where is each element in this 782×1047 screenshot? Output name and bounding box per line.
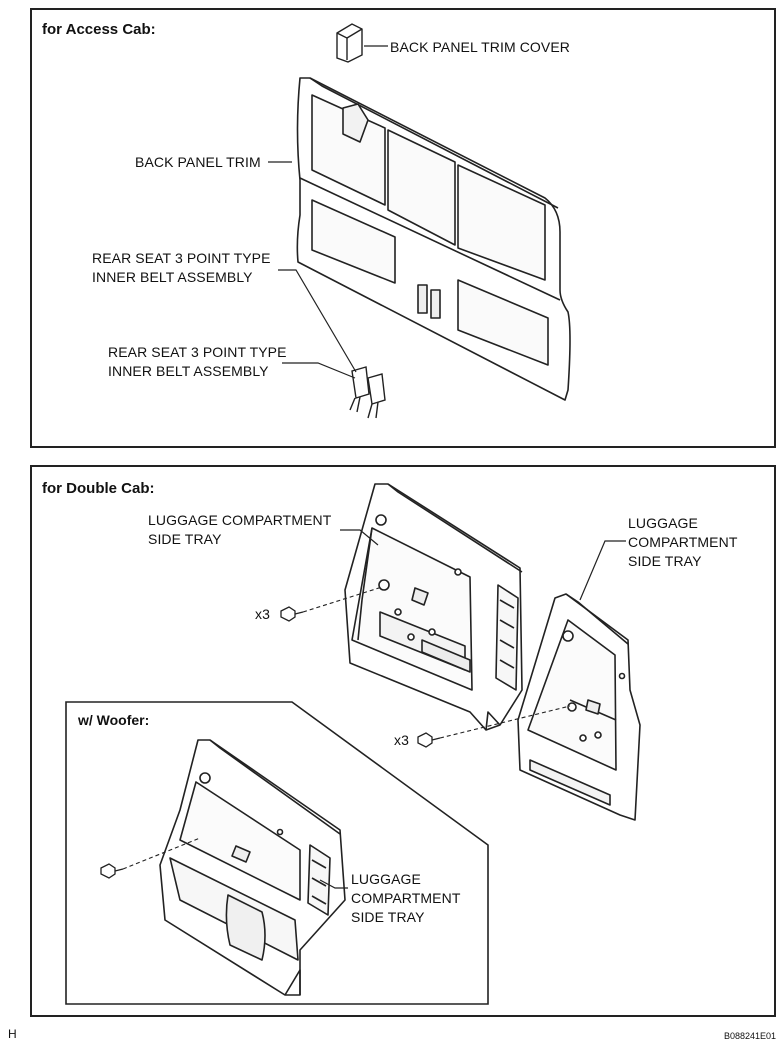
tray-right-label-line2: COMPARTMENT bbox=[628, 534, 738, 550]
figure-id: B088241E01 bbox=[723, 1031, 776, 1041]
double-cab-header: for Double Cab: bbox=[42, 480, 155, 497]
double-cab-panel bbox=[30, 465, 776, 1017]
footer-left-mark: H bbox=[8, 1027, 17, 1041]
access-cab-header: for Access Cab: bbox=[42, 21, 156, 38]
inner-belt-1-label-line2: INNER BELT ASSEMBLY bbox=[92, 269, 253, 285]
tray-woofer-label-line3: SIDE TRAY bbox=[351, 909, 425, 925]
back-panel-trim-label: BACK PANEL TRIM bbox=[135, 154, 261, 170]
woofer-header: w/ Woofer: bbox=[78, 712, 150, 728]
qty-right-label: x3 bbox=[394, 732, 409, 748]
tray-left-label-line1: LUGGAGE COMPARTMENT bbox=[148, 512, 332, 528]
side-tray-right-illustration bbox=[517, 593, 641, 821]
tray-woofer-label-line1: LUGGAGE bbox=[351, 871, 421, 887]
leader-tray-right bbox=[579, 540, 626, 601]
side-tray-left-illustration bbox=[344, 483, 523, 731]
side-tray-woofer-illustration bbox=[159, 739, 346, 996]
screw-left-illustration bbox=[280, 606, 304, 622]
qty-left-label: x3 bbox=[255, 606, 270, 622]
back-panel-trim-illustration bbox=[296, 77, 571, 401]
tray-right-label-line3: SIDE TRAY bbox=[628, 553, 702, 569]
inner-belt-2-label-line1: REAR SEAT 3 POINT TYPE bbox=[108, 344, 287, 360]
back-panel-trim-cover-illustration bbox=[336, 23, 363, 63]
tray-right-label-line1: LUGGAGE bbox=[628, 515, 698, 531]
tray-woofer-label-line2: COMPARTMENT bbox=[351, 890, 461, 906]
leader-inner-belt-2 bbox=[282, 362, 356, 379]
screw-path-right bbox=[439, 705, 571, 739]
leader-inner-belt-1 bbox=[278, 269, 357, 373]
screw-woofer-illustration bbox=[100, 863, 124, 879]
leader-tray-woofer bbox=[319, 879, 348, 889]
inner-belt-assembly-illustration bbox=[349, 366, 386, 419]
tray-left-label-line2: SIDE TRAY bbox=[148, 531, 222, 547]
inner-belt-1-label-line1: REAR SEAT 3 POINT TYPE bbox=[92, 250, 271, 266]
screw-right-illustration bbox=[417, 732, 441, 748]
leader-tray-left bbox=[340, 529, 379, 546]
inner-belt-2-label-line2: INNER BELT ASSEMBLY bbox=[108, 363, 269, 379]
back-panel-trim-cover-label: BACK PANEL TRIM COVER bbox=[390, 39, 570, 55]
